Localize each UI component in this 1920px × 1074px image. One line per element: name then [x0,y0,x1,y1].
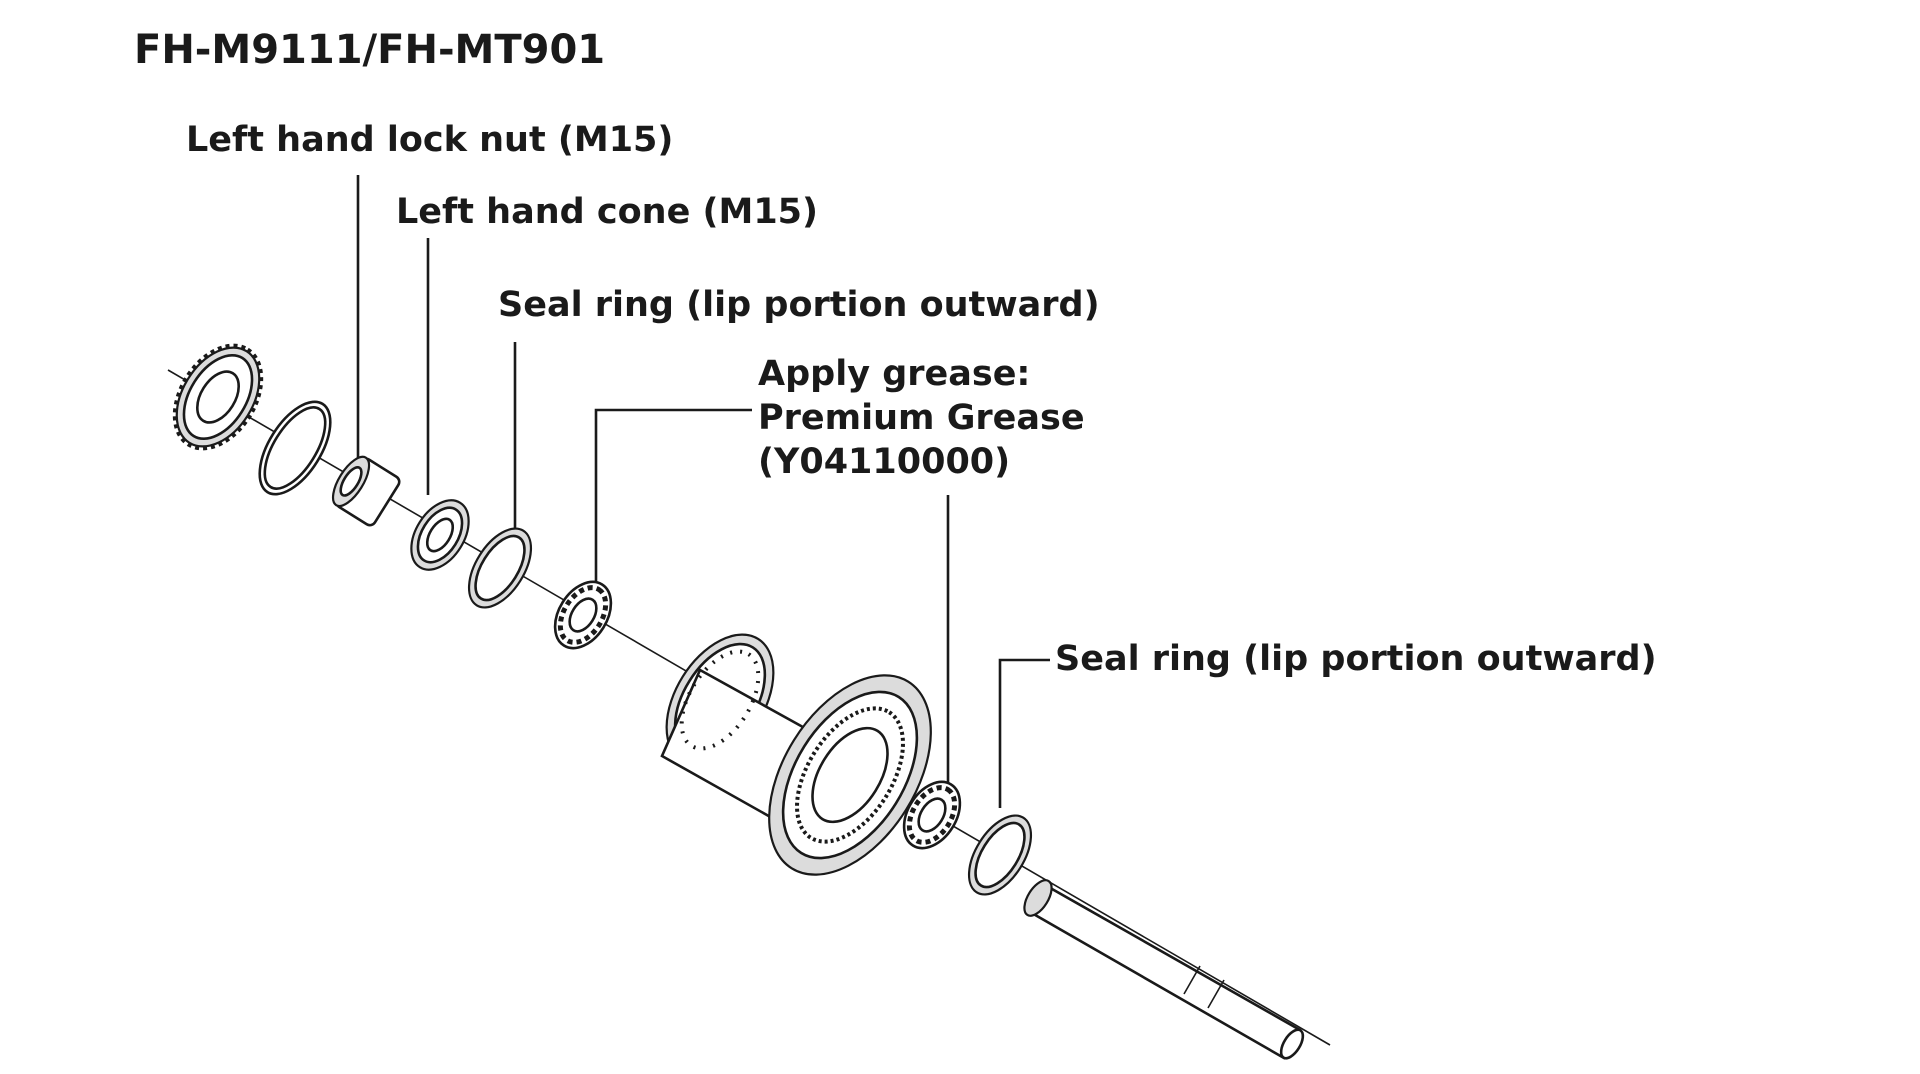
label-grease-part-number: (Y04110000) [758,442,1011,482]
label-left-hand-cone: Left hand cone (M15) [396,192,819,232]
seal-ring-left-part [467,527,533,609]
bearing-left-part [553,580,613,650]
seal-ring-right-part [967,814,1033,896]
label-seal-ring-left: Seal ring (lip portion outward) [498,285,1100,325]
diagram-title: FH-M9111/FH-MT901 [134,27,606,73]
lock-nut-part [331,455,401,527]
label-apply-grease: Apply grease: [758,354,1031,394]
leader-seal-ring-right [998,658,1050,808]
lock-ring-part [175,346,261,448]
leader-lines [356,175,1050,808]
lock-ring-teeth [172,343,264,451]
hub-body-part [660,633,932,876]
label-left-hand-lock-nut: Left hand lock nut (M15) [186,120,674,160]
label-seal-ring-right: Seal ring (lip portion outward) [1055,639,1657,679]
spacer-washer-part [258,400,332,496]
bearing-right-part [902,780,962,850]
leader-grease-left [594,408,752,590]
cone-part [410,499,470,571]
axle-part [1023,879,1305,1060]
label-grease-name: Premium Grease [758,398,1085,438]
